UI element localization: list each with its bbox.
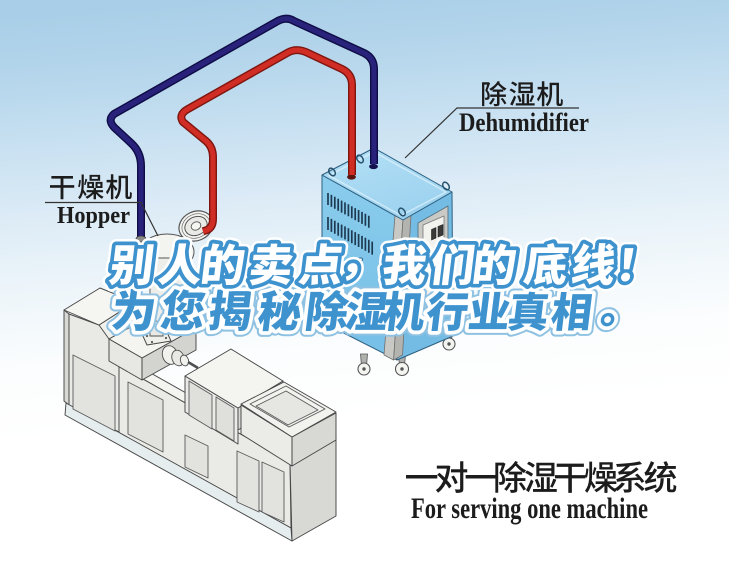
svg-text:For serving one machine: For serving one machine: [411, 492, 648, 525]
svg-text:Dehumidifier: Dehumidifier: [459, 108, 589, 137]
svg-text:Hopper: Hopper: [57, 203, 130, 229]
